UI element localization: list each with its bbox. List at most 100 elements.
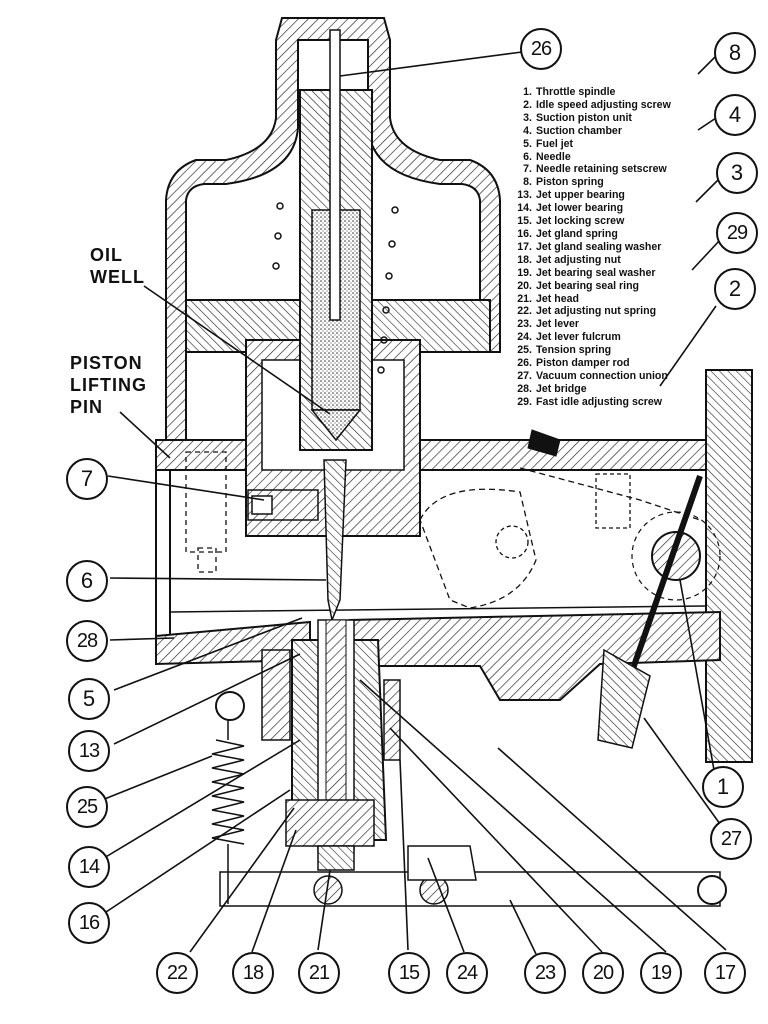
oil-well-line-1: OIL — [90, 245, 123, 265]
callout-16: 16 — [68, 902, 110, 944]
callout-24: 24 — [446, 952, 488, 994]
legend-number: 17. — [517, 240, 532, 253]
legend-number: 4. — [523, 124, 532, 137]
callout-26: 26 — [520, 28, 562, 70]
legend-item: 29.Fast idle adjusting screw — [512, 396, 671, 409]
legend-text: Jet lower bearing — [536, 202, 624, 215]
callout-15: 15 — [388, 952, 430, 994]
callout-7: 7 — [66, 458, 108, 500]
piston-pin-line-3: PIN — [70, 397, 104, 417]
callout-14: 14 — [68, 846, 110, 888]
legend-item: 5.Fuel jet — [512, 138, 671, 151]
legend-item: 1. Throttle spindle — [512, 86, 671, 99]
legend-item: 26. Piston damper rod — [512, 357, 671, 370]
callout-18: 18 — [232, 952, 274, 994]
legend-number: 15. — [517, 215, 532, 228]
legend-item: 24. Jet lever fulcrum — [512, 331, 671, 344]
callout-5: 5 — [68, 678, 110, 720]
callout-27: 27 — [710, 818, 752, 860]
legend-text: Jet locking screw — [536, 215, 625, 228]
callout-4: 4 — [714, 94, 756, 136]
suction-chamber — [165, 17, 501, 441]
legend-number: 26. — [517, 357, 532, 370]
legend-number: 8. — [523, 176, 532, 189]
legend-item: 23.Jet lever — [512, 318, 671, 331]
callout-23: 23 — [524, 952, 566, 994]
callout-20: 20 — [582, 952, 624, 994]
legend-text: Suction chamber — [536, 124, 622, 137]
legend-item: 15. Jet locking screw — [512, 215, 671, 228]
legend-item: 14. Jet lower bearing — [512, 202, 671, 215]
piston-lifting-pin — [185, 451, 227, 573]
legend-text: Idle speed adjusting screw — [536, 98, 671, 111]
legend-number: 24. — [517, 331, 532, 344]
callout-29: 29 — [716, 212, 758, 254]
piston-pin-line-1: PISTON — [70, 353, 143, 373]
callout-1: 1 — [702, 766, 744, 808]
jet-assembly — [261, 619, 401, 871]
legend-text: Piston spring — [536, 176, 604, 189]
callout-17: 17 — [704, 952, 746, 994]
legend-text: Needle retaining setscrew — [536, 163, 667, 176]
legend-item: 3. Suction piston unit — [512, 112, 671, 125]
callout-2: 2 — [714, 268, 756, 310]
legend-number: 22. — [517, 305, 532, 318]
legend-number: 2. — [523, 98, 532, 111]
legend-item: 7.Needle retaining setscrew — [512, 163, 671, 176]
callout-25: 25 — [66, 786, 108, 828]
legend-text: Jet adjusting nut spring — [536, 305, 657, 318]
tension-spring — [211, 691, 245, 904]
needle — [323, 459, 347, 623]
legend-text: Needle — [536, 150, 571, 163]
legend-text: Jet adjusting nut — [536, 253, 621, 266]
parts-legend: 1. Throttle spindle 2. Idle speed adjusting… — [512, 86, 671, 409]
leader-lines — [101, 51, 727, 955]
legend-number: 6. — [523, 150, 532, 163]
legend-text: Vacuum connection union — [536, 369, 668, 382]
legend-number: 3. — [523, 111, 532, 124]
callout-13: 13 — [68, 730, 110, 772]
needle-setscrew — [247, 489, 319, 521]
legend-item: 6. Needle — [512, 151, 671, 164]
legend-text: Jet lever fulcrum — [536, 331, 621, 344]
legend-text: Piston damper rod — [536, 357, 630, 370]
legend-text: Jet bearing seal ring — [536, 279, 640, 292]
legend-text: Jet bearing seal washer — [536, 266, 656, 279]
legend-text: Throttle spindle — [536, 86, 616, 98]
legend-item: 17. Jet gland sealing washer — [512, 241, 671, 254]
throttle-assembly — [527, 429, 721, 749]
legend-number: 19. — [517, 266, 532, 279]
legend-number: 21. — [517, 292, 532, 305]
legend-item: 19. Jet bearing seal washer — [512, 267, 671, 280]
legend-item: 22. Jet adjusting nut spring — [512, 305, 671, 318]
piston-pin-line-2: LIFTING — [70, 375, 147, 395]
piston-spring — [272, 202, 399, 374]
legend-number: 14. — [517, 202, 532, 215]
legend-number: 18. — [517, 253, 532, 266]
legend-item: 25.Tension spring — [512, 344, 671, 357]
legend-item: 8. Piston spring — [512, 176, 671, 189]
callout-8: 8 — [714, 32, 756, 74]
legend-text: Jet head — [536, 292, 579, 305]
legend-text: Suction piston unit — [536, 111, 632, 124]
legend-item: 13. Jet upper bearing — [512, 189, 671, 202]
damper-tube — [299, 29, 373, 451]
carburettor-body — [155, 369, 753, 763]
legend-item: 21. Jet head — [512, 293, 671, 306]
oil-well-line-2: WELL — [90, 267, 145, 287]
legend-item: 28.Jet bridge — [512, 383, 671, 396]
callout-28: 28 — [66, 620, 108, 662]
legend-text: Jet gland sealing washer — [536, 240, 662, 253]
callout-19: 19 — [640, 952, 682, 994]
legend-number: 1. — [523, 86, 532, 98]
callout-6: 6 — [66, 560, 108, 602]
legend-number: 27. — [517, 369, 532, 382]
callout-3: 3 — [716, 152, 758, 194]
legend-number: 13. — [517, 189, 532, 202]
legend-text: Jet upper bearing — [536, 189, 625, 202]
legend-number: 29. — [517, 395, 532, 408]
legend-text: Fuel jet — [536, 137, 574, 150]
legend-text: Jet lever — [536, 318, 579, 331]
